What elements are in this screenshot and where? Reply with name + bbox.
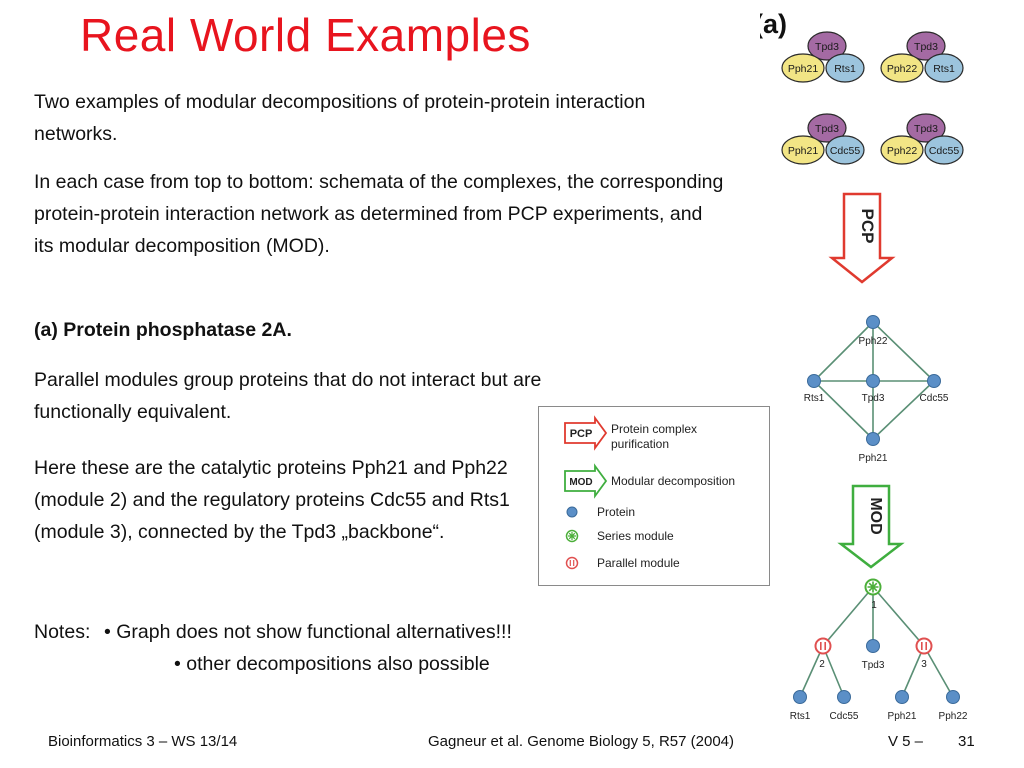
legend-pcp-arrow-icon: [564, 415, 608, 451]
complex-subunit: [924, 53, 964, 83]
paragraph-description: In each case from top to bottom: schemat…: [34, 171, 724, 257]
notes-block: Notes: • Graph does not show functional …: [34, 616, 512, 675]
network-label-bottom: Pph21: [859, 453, 888, 464]
paragraph-parallel-modules: Parallel modules group proteins that do …: [34, 369, 542, 423]
pcp-arrow-icon: PCP: [828, 192, 896, 284]
legend-mod-label: Modular decomposition: [611, 474, 736, 488]
complex-subunit-label: Pph21: [788, 145, 819, 157]
complex-subunit: [781, 53, 825, 83]
network-node-cdc55: [927, 374, 941, 388]
legend-pcp-badge: PCP: [570, 428, 593, 440]
legend-mod-badge: MOD: [569, 477, 592, 488]
tree-node-rts1: [793, 690, 807, 704]
tree-leaf-label: Cdc55: [830, 711, 859, 722]
complex-subunit: [906, 113, 946, 143]
parallel-module-icon: [915, 637, 933, 655]
pcp-arrow-label: PCP: [858, 209, 877, 244]
complex-subunit-label: Tpd3: [914, 41, 938, 53]
panel-label: (a): [760, 9, 787, 39]
tree-node-pph22: [946, 690, 960, 704]
legend-series-label: Series module: [597, 529, 674, 543]
complex-subunit: [825, 53, 865, 83]
tree-root-number: 1: [871, 600, 877, 611]
notes-label: Notes:: [34, 621, 91, 643]
complex-subunit-label: Pph22: [887, 145, 918, 157]
legend-protein-label: Protein: [597, 505, 636, 519]
complex-subunit: [807, 31, 847, 61]
legend-pcp-label-2: purification: [611, 437, 670, 451]
complex-subunit-label: Cdc55: [929, 145, 960, 157]
network-label-left: Rts1: [804, 393, 825, 404]
complex-subunit: [807, 113, 847, 143]
complex-subunit-label: Cdc55: [830, 145, 861, 157]
tree-leaf-label: Rts1: [790, 711, 811, 722]
network-node-pph22: [866, 315, 880, 329]
parallel-module-icon: [814, 637, 832, 655]
tree-leaf-label: Pph22: [939, 711, 968, 722]
network-label-center: Tpd3: [862, 393, 885, 404]
network-node-tpd3: [866, 374, 880, 388]
network-node-pph21: [866, 432, 880, 446]
series-module-icon: [864, 578, 882, 596]
paragraph-heading-a: (a) Protein phosphatase 2A.: [34, 319, 292, 341]
legend-pcp-label-1: Protein complex: [611, 422, 698, 436]
footer-course: Bioinformatics 3 – WS 13/14: [48, 733, 238, 750]
tree-left-number: 2: [819, 659, 825, 670]
complex-subunit: [781, 135, 825, 165]
complex-subunit-label: Tpd3: [815, 123, 839, 135]
paragraph-example: Here these are the catalytic proteins Pp…: [34, 457, 510, 543]
tree-node-cdc55: [837, 690, 851, 704]
legend-parallel-label: Parallel module: [597, 556, 680, 570]
network-label-right: Cdc55: [920, 393, 949, 404]
complex-subunit: [880, 135, 924, 165]
network-label-top: Pph22: [859, 336, 888, 347]
note-item-2: • other decompositions also possible: [174, 653, 490, 675]
figure-legend: PCP MOD Protein complex purification Mod…: [538, 406, 770, 586]
mod-arrow-icon: MOD: [837, 484, 905, 569]
complex-subunit-label: Rts1: [834, 63, 856, 75]
complex-subunit-label: Pph21: [788, 63, 819, 75]
legend-graphics: PCP MOD: [564, 415, 608, 570]
footer-page-number: 31: [958, 733, 975, 750]
tree-center-leaf: Tpd3: [862, 660, 885, 671]
complex-subunit: [924, 135, 964, 165]
tree-node-pph21: [895, 690, 909, 704]
tree-leaf-label: Pph21: [888, 711, 917, 722]
legend-protein-icon: [566, 506, 578, 518]
legend-parallel-icon: [565, 556, 579, 570]
tree-right-number: 3: [921, 659, 927, 670]
slide-title: Real World Examples: [80, 9, 531, 61]
complex-subunit: [825, 135, 865, 165]
legend-mod-arrow-icon: [564, 463, 608, 499]
footer-reference: Gagneur et al. Genome Biology 5, R57 (20…: [428, 733, 735, 750]
tree-node-tpd3: [866, 639, 880, 653]
footer-version: V 5 –: [888, 733, 924, 750]
complex-subunit-label: Tpd3: [914, 123, 938, 135]
complex-subunit-label: Rts1: [933, 63, 955, 75]
ppi-network: Pph22 Rts1 Tpd3 Cdc55 Pph21: [804, 315, 949, 464]
complex-subunit-label: Pph22: [887, 63, 918, 75]
complex-subunit-label: Tpd3: [815, 41, 839, 53]
mod-arrow-label: MOD: [867, 497, 884, 534]
note-item-1: • Graph does not show functional alterna…: [104, 621, 512, 643]
complex-subunit: [880, 53, 924, 83]
ppi-figure: (a) Tpd3Pph21Rts1Tpd3Pph22Rts1Tpd3Pph21C…: [760, 9, 968, 722]
complex-subunit: [906, 31, 946, 61]
network-node-rts1: [807, 374, 821, 388]
decomposition-tree: 1 2 3 Tpd3 Rts1 Cdc55 Pph21 Pph22: [790, 578, 968, 722]
paragraph-intro: Two examples of modular decompositions o…: [34, 91, 646, 145]
